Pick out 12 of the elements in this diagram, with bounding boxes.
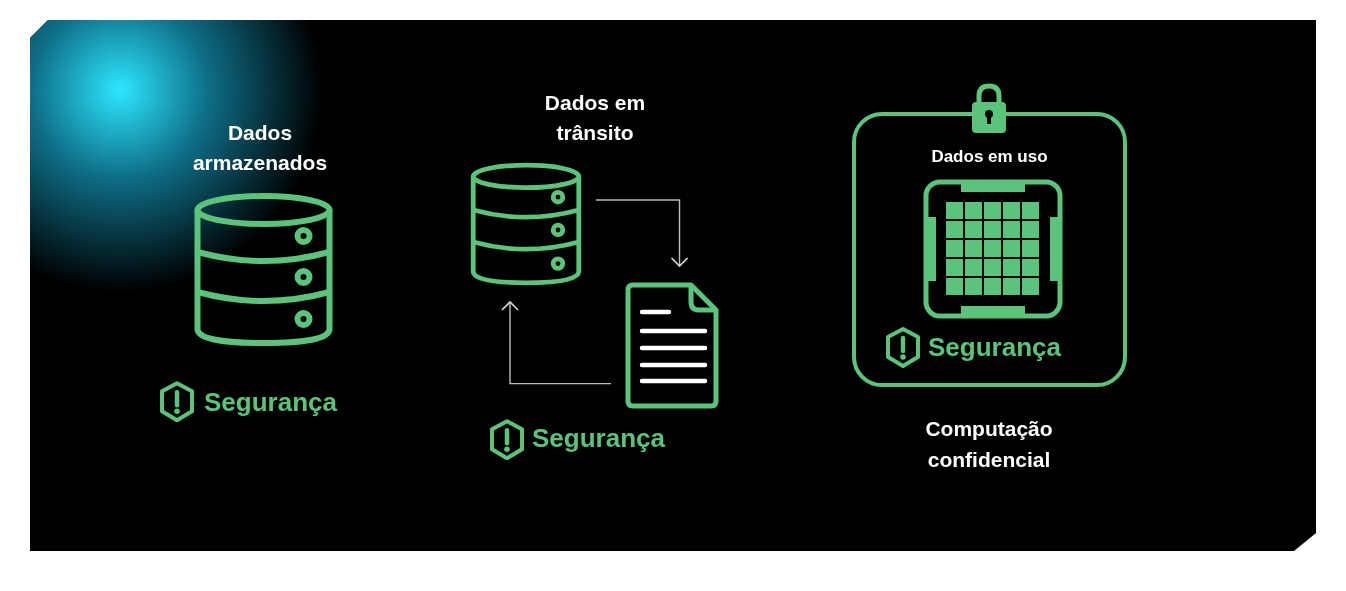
security-label: Segurança: [928, 334, 1061, 360]
document-icon: [625, 282, 719, 409]
section-heading: Dados em trânsito: [543, 90, 647, 146]
database-icon: [470, 162, 582, 286]
section-caption: Computação confidencial: [924, 416, 1054, 473]
arrow: [501, 301, 612, 385]
security-label: Segurança: [532, 425, 665, 451]
security-label: Segurança: [204, 389, 337, 415]
box-heading: Dados em uso: [930, 148, 1049, 165]
section-heading: Dados armazenados: [191, 120, 329, 176]
secure-enclave-box: [852, 112, 1127, 387]
arrow: [595, 199, 689, 267]
